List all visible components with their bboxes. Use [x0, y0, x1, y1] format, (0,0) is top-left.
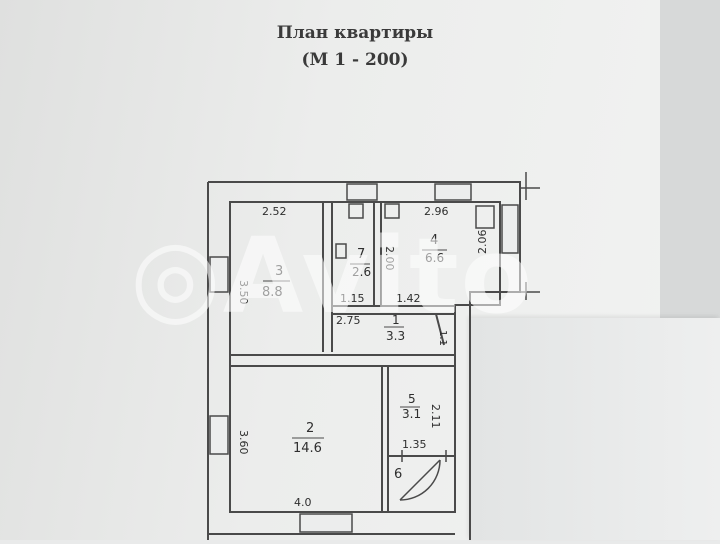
dimension-3-50: 3.50	[237, 280, 250, 305]
window-left-1	[209, 256, 229, 293]
axis-mark-top	[520, 172, 540, 200]
dimension-2-75: 2.75	[336, 314, 361, 327]
window-bottom	[299, 513, 353, 533]
room-area: 6.6	[425, 251, 444, 265]
page-title: План квартиры (М 1 - 200)	[230, 20, 480, 74]
room-7-label: 7 2.6	[350, 247, 371, 279]
dimension-line-135	[401, 450, 447, 462]
dimension-1-15: 1.15	[340, 292, 365, 305]
room-5-label: 5 3.1	[400, 392, 421, 421]
window-top-1	[346, 183, 378, 201]
overlapping-paper	[470, 318, 720, 540]
door-arc	[399, 459, 441, 501]
toilet-fixture	[335, 243, 347, 259]
room-number: 6	[394, 467, 402, 482]
dimension-1-35: 1.35	[402, 438, 427, 451]
room-area: 3.3	[386, 329, 405, 343]
room-area: 2.6	[352, 265, 371, 279]
title-line-2: (М 1 - 200)	[301, 50, 409, 70]
window-left-2	[209, 415, 229, 455]
window-top-2	[434, 183, 472, 201]
room-3-label: 3 8.8	[262, 264, 290, 300]
axis-mark-mid	[520, 282, 540, 300]
dimension-4-0: 4.0	[294, 496, 312, 509]
title-line-1: План квартиры	[276, 23, 434, 43]
room-6-label: 6	[394, 467, 402, 482]
dimension-3-60: 3.60	[237, 430, 250, 455]
bath-sink-fixture	[384, 203, 400, 219]
room-4-label: 4 6.6	[422, 233, 447, 265]
room-number: 4	[430, 233, 438, 248]
dimension-2-96: 2.96	[424, 205, 449, 218]
room-number: 3	[275, 264, 283, 279]
sink-fixture	[348, 203, 364, 219]
room-area: 8.8	[262, 285, 283, 300]
watermark-logo: ◎Avito	[130, 215, 535, 337]
dimension-2-06: 2.06	[476, 230, 489, 255]
room-area: 14.6	[293, 441, 322, 456]
dimension-2-11: 2.11	[429, 404, 442, 429]
dimension-1-42: 1.42	[396, 292, 421, 305]
room-area: 3.1	[402, 407, 421, 421]
dimension-1-1: 1.1	[437, 330, 448, 346]
door-arc-line	[399, 459, 441, 501]
room-1-label: 1 3.3	[384, 313, 405, 343]
room-number: 1	[392, 313, 400, 327]
room-2-label: 2 14.6	[292, 421, 324, 456]
room-number: 2	[306, 421, 314, 436]
dimension-2-52: 2.52	[262, 205, 287, 218]
room-number: 5	[408, 392, 416, 406]
dimension-2-00: 2.00	[383, 246, 396, 271]
window-right	[501, 204, 519, 254]
room-number: 7	[357, 247, 365, 262]
stove-fixture	[475, 205, 495, 229]
door-swing-line	[435, 313, 445, 346]
